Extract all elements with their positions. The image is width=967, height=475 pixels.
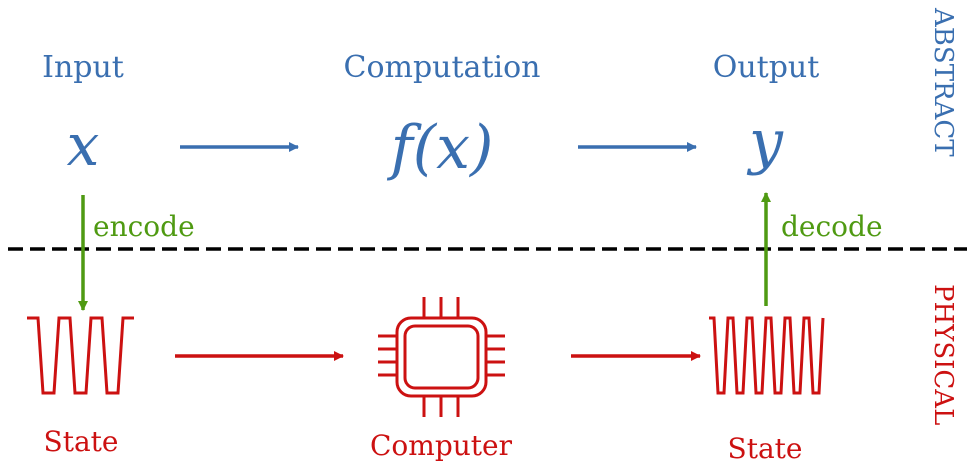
output-state-label: State xyxy=(728,432,803,465)
input-state-waveform-icon xyxy=(27,316,134,395)
encode-label: encode xyxy=(93,210,195,243)
computation-symbol: f(x) xyxy=(387,113,494,183)
computer-chip-icon xyxy=(378,297,505,417)
physical-side-label: PHYSICAL xyxy=(928,284,958,425)
computer-label: Computer xyxy=(370,429,513,462)
output-heading: Output xyxy=(713,50,820,85)
computation-heading: Computation xyxy=(344,50,541,85)
input-symbol: x xyxy=(67,111,100,179)
input-state-label: State xyxy=(44,425,119,458)
decode-label: decode xyxy=(781,210,883,243)
output-state-waveform-icon xyxy=(709,316,825,395)
input-heading: Input xyxy=(42,50,124,85)
output-symbol: y xyxy=(746,107,784,177)
abstract-side-label: ABSTRACT xyxy=(928,7,958,157)
